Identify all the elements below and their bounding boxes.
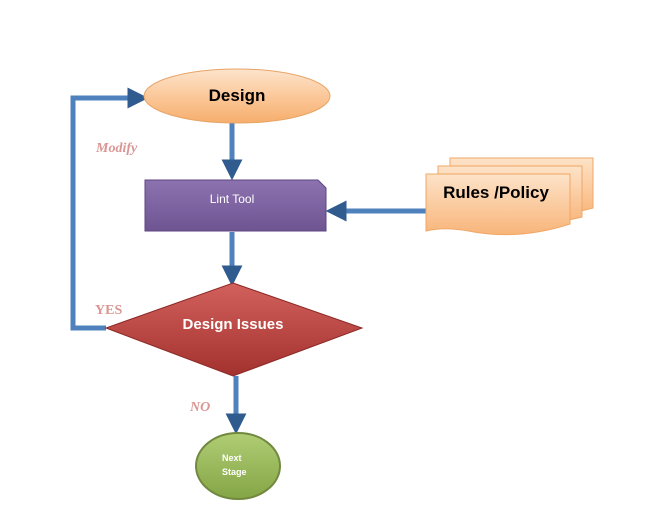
next-stage-label-line1: Next <box>222 453 242 463</box>
next-stage-label-line2: Stage <box>222 467 247 477</box>
node-design-issues: Design Issues <box>104 282 364 377</box>
design-issues-diamond <box>104 282 364 377</box>
design-ellipse <box>143 68 331 124</box>
design-issues-label: Design Issues <box>183 316 284 333</box>
edge-label-yes: YES <box>95 303 122 318</box>
node-design: Design <box>143 68 331 124</box>
design-label: Design <box>209 86 266 105</box>
rules-policy-label: Rules /Policy <box>443 183 549 202</box>
edge-label-modify: Modify <box>95 141 138 156</box>
node-next-stage: Next Stage <box>195 432 281 500</box>
next-stage-circle <box>195 432 281 500</box>
lint-tool-box <box>144 179 327 232</box>
rules-doc-front <box>425 173 571 236</box>
edge-label-no: NO <box>189 400 210 415</box>
connectors <box>70 87 426 435</box>
lint-tool-label: Lint Tool <box>210 192 254 206</box>
arrow-yes-loop-to-design <box>70 87 149 331</box>
node-rules-policy: Rules /Policy <box>425 157 594 236</box>
node-lint-tool: Lint Tool <box>144 179 327 232</box>
